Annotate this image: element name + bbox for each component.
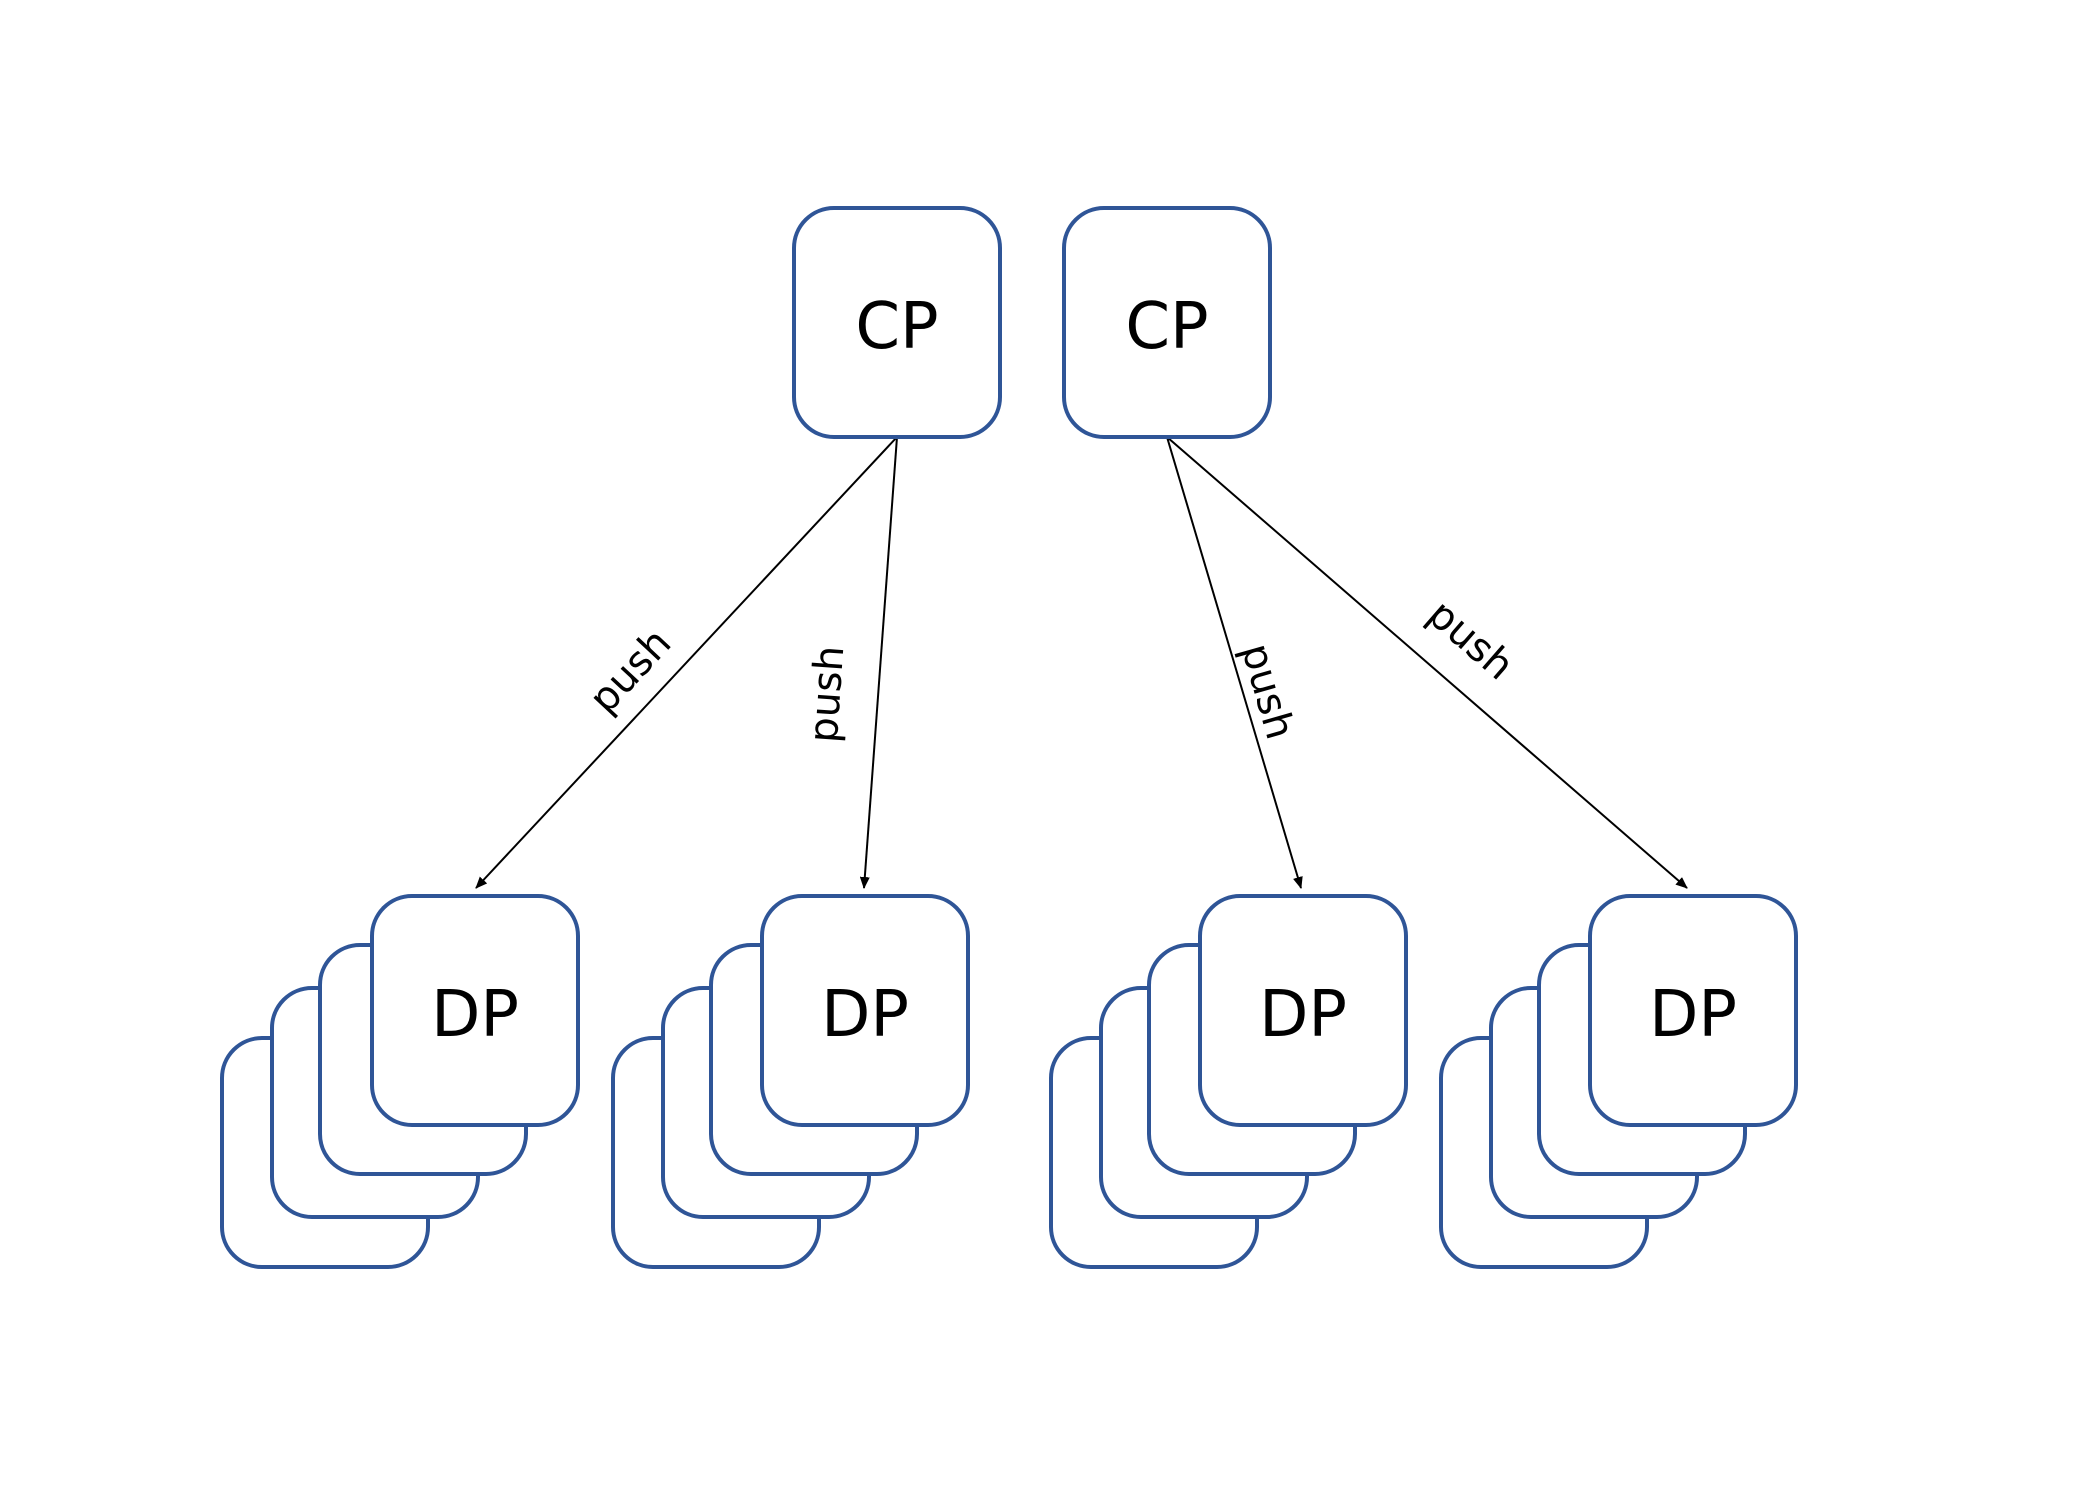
dp-box xyxy=(1588,894,1798,1127)
edge-label-2: push xyxy=(801,644,854,744)
edge-label-1: push xyxy=(581,620,681,722)
edge-cp-right-to-dp-4 xyxy=(1166,436,1688,889)
dp-stack-4: DP xyxy=(1439,894,1798,1269)
edge-cp-right-to-dp-3 xyxy=(1166,436,1303,889)
cp-label: CP xyxy=(855,290,938,364)
dp-label: DP xyxy=(821,978,909,1052)
dp-box xyxy=(370,894,580,1127)
dp-label: DP xyxy=(1259,978,1347,1052)
dp-stack-3: DP xyxy=(1049,894,1408,1269)
edge-cp-left-to-dp-1 xyxy=(475,436,898,889)
dp-label: DP xyxy=(1649,978,1737,1052)
edge-label-4: push xyxy=(1419,591,1522,689)
dp-label: DP xyxy=(431,978,519,1052)
cp-box xyxy=(792,206,1002,439)
edge-cp-left-to-dp-2 xyxy=(859,436,898,889)
cp-box xyxy=(1062,206,1272,439)
cp-node-right: CP xyxy=(1062,206,1272,439)
dp-stack-2: DP xyxy=(611,894,970,1269)
cp-node-left: CP xyxy=(792,206,1002,439)
cp-label: CP xyxy=(1125,290,1208,364)
dp-box xyxy=(760,894,970,1127)
dp-box xyxy=(1198,894,1408,1127)
dp-stack-1: DP xyxy=(220,894,580,1269)
